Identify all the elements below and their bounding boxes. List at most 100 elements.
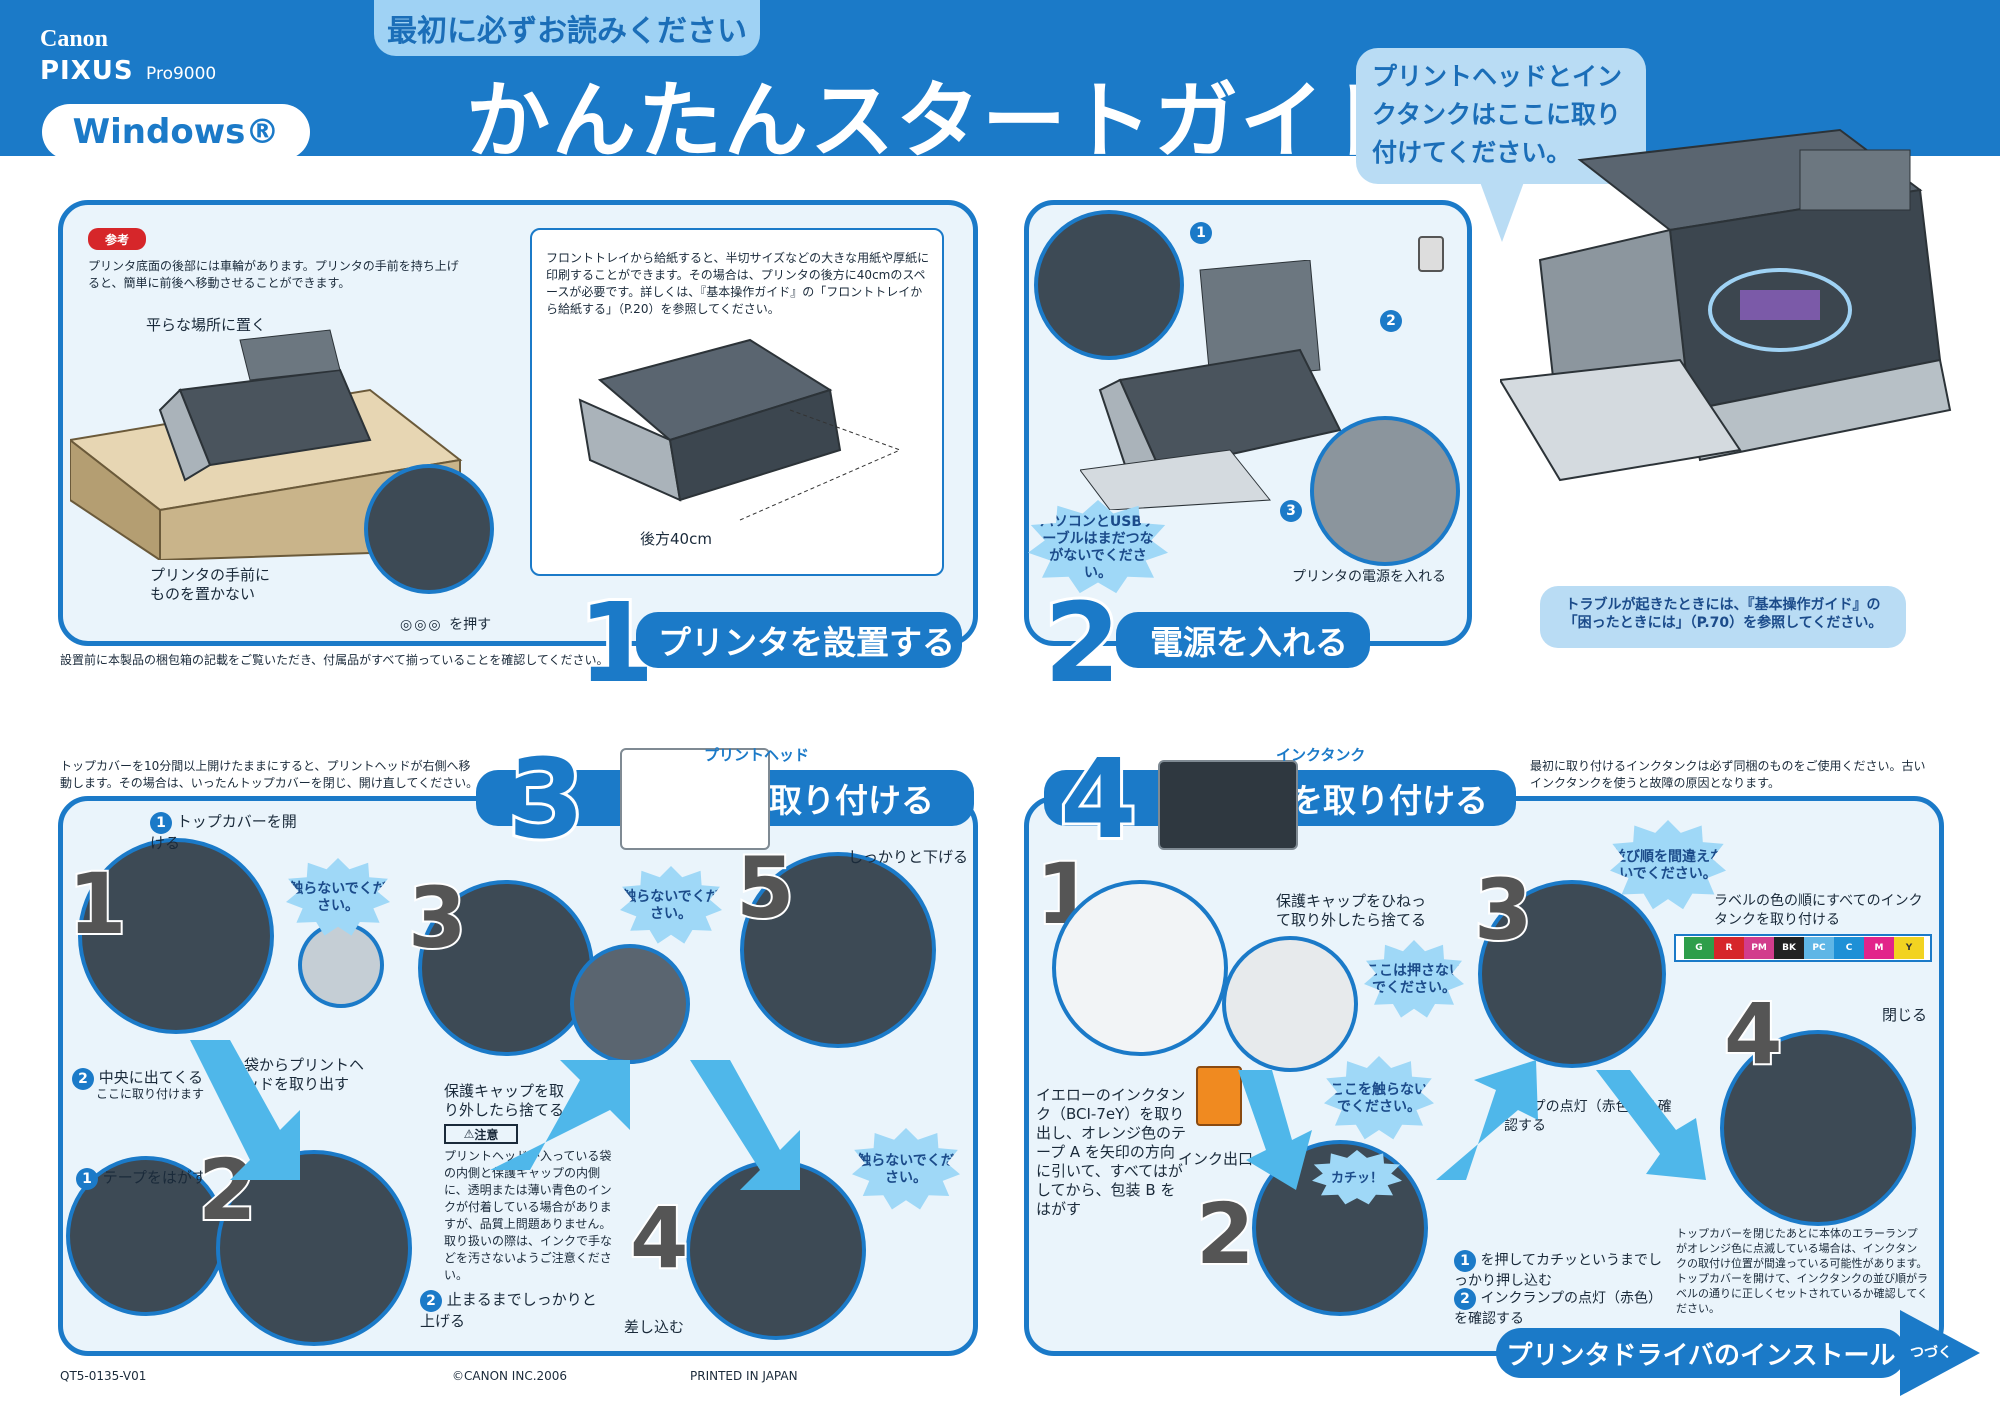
step2-badge-3: 3 (1280, 500, 1302, 522)
header-band (0, 0, 2000, 156)
circle-detail-power-button (1310, 416, 1460, 566)
step1-note: プリンタ底面の後部には車輪があります。プリンタの手前を持ち上げると、簡単に前後へ… (88, 259, 459, 290)
step2-badge-2: 2 (1380, 310, 1402, 332)
take-out-label: 袋からプリントヘッドを取り出す (244, 1056, 365, 1093)
step3-circle-3 (418, 880, 594, 1056)
step3-sub-4: 4 (628, 1189, 690, 1287)
step1-title: プリンタを設置する (636, 612, 962, 668)
center-text: 中央に出てくる (98, 1068, 204, 1087)
lift-label: 2 止まるまでしっかりと上げる (420, 1290, 600, 1331)
step3-sub-3: 3 (406, 869, 468, 967)
printer-rear-space-illustration (578, 338, 901, 521)
ink-tank-component-icon (1158, 760, 1298, 850)
label-flat-place: 平らな場所に置く (146, 316, 267, 334)
color-chip-r: R (1714, 937, 1744, 959)
step2-title: 電源を入れる (1116, 612, 1370, 668)
callout-bubble: プリントヘッドとインクタンクはここに取り付けてください。 (1356, 48, 1646, 184)
lower-label: しっかりと下げる (848, 848, 969, 866)
insert-label: 差し込む (624, 1318, 685, 1336)
color-chip-g: G (1684, 937, 1714, 959)
step4-component-label: インクタンク (1276, 746, 1366, 764)
step4-note: 最初に取り付けるインクタンクは必ず同梱のものをご使用ください。古いインクタンクを… (1530, 759, 1926, 790)
center-sub-label: ここに取り付けます (96, 1087, 205, 1101)
badge-2: 2 (72, 1068, 94, 1090)
cap-discard-label: 保護キャップを取り外したら捨てる (444, 1082, 565, 1119)
label-press: を押す (449, 617, 492, 633)
button-dots-icon: ◎◎◎ (400, 617, 450, 633)
printhead-component-icon (620, 748, 770, 850)
printer-illustration-main (1500, 128, 1952, 482)
step4-circle-4 (1720, 1030, 1916, 1226)
step3-circle-5 (740, 852, 936, 1048)
close-label: 閉じる (1882, 1006, 1928, 1024)
callout-tail (1480, 182, 1524, 242)
step4-sub-3: 3 (1472, 861, 1534, 959)
warning-triangle-icon: ⚠ (463, 1127, 475, 1141)
color-chip-pm: PM (1744, 937, 1774, 959)
badge-press: 1 (1454, 1250, 1476, 1272)
color-chip-y: Y (1894, 937, 1924, 959)
step3-note: トップカバーを10分間以上開けたままにすると、プリントヘッドが右側へ移動します。… (60, 759, 479, 790)
badge-tape: 1 (76, 1168, 98, 1190)
step2-badge-1: 1 (1190, 222, 1212, 244)
footer-code: QT5-0135-V01 (60, 1369, 147, 1383)
color-chip-bk: BK (1774, 937, 1804, 959)
product-logo: PIXUS (40, 56, 134, 86)
press-click-label: 1 を押してカチッというまでしっかり押し込む (1454, 1250, 1664, 1291)
color-chip-c: C (1834, 937, 1864, 959)
step3-sub-1: 1 (66, 855, 128, 953)
step3-number: 3 (505, 735, 588, 863)
step1-footnote: 設置前に本製品の梱包箱の記載をご覧いただき、付属品がすべて揃っていることを確認し… (60, 653, 609, 667)
badge-lift: 2 (420, 1290, 442, 1312)
circle-detail-front (364, 464, 494, 594)
tape-text: テープをはがす (102, 1168, 207, 1187)
ink-outlet-label: インク出口 (1178, 1150, 1254, 1168)
lamp-check2-label: 2 インクランプの点灯（赤色）を確認する (1454, 1288, 1664, 1329)
step4-circle-cap (1222, 936, 1358, 1072)
brand-logo: Canon (40, 26, 109, 52)
label-rear-40cm: 後方40cm (640, 530, 712, 548)
product-model: Pro9000 (146, 64, 217, 84)
step2-number: 2 (1041, 579, 1124, 707)
press-buttons: ◎◎◎ を押す (400, 614, 491, 634)
step4-sub-2: 2 (1194, 1185, 1256, 1283)
press-click-text: を押してカチッというまでしっかり押し込む (1454, 1252, 1663, 1290)
step4-circle-1 (1052, 880, 1228, 1056)
step3-sub-2: 2 (196, 1141, 258, 1239)
twist-cap-label: 保護キャップをひねって取り外したら捨てる (1276, 892, 1427, 929)
power-outlet-icon (1418, 236, 1444, 272)
lamp-check2-text: インクランプの点灯（赤色）を確認する (1454, 1290, 1663, 1328)
circle-detail-cable (1034, 210, 1184, 360)
yellow-ink-tank-icon (1196, 1066, 1242, 1126)
error-lamp-text: トップカバーを閉じたあとに本体のエラーランプがオレンジ色に点滅している場合は、イ… (1676, 1227, 1929, 1315)
os-badge: Windows® (42, 104, 310, 160)
circle-cap-detail (298, 922, 384, 1008)
trouble-note: トラブルが起きたときには、『基本操作ガイド』の「困ったときには」（P.70）を参… (1540, 586, 1906, 648)
step3-sub-5: 5 (734, 839, 796, 937)
color-chip-pc: PC (1804, 937, 1834, 959)
step3-circle-1 (78, 838, 274, 1034)
badge-lamp: 2 (1454, 1288, 1476, 1310)
step4-sub-4: 4 (1722, 985, 1784, 1083)
footer-printed: PRINTED IN JAPAN (690, 1369, 798, 1383)
caution-label: ⚠ 注意 (444, 1124, 518, 1144)
label-front-clear: プリンタの手前にものを置かない (150, 566, 271, 603)
step3-flow-arrows (190, 1040, 800, 1190)
next-step-banner[interactable]: プリンタドライバのインストール (1496, 1328, 1906, 1378)
lift-text: 止まるまでしっかりと上げる (420, 1290, 597, 1331)
caution-title: 注意 (474, 1127, 499, 1142)
step4-circle-3 (1478, 880, 1666, 1068)
next-arrow-icon (1900, 1310, 1980, 1396)
tape-label: 1 テープをはがす (76, 1168, 207, 1190)
center-label: 2 中央に出てくる (72, 1068, 203, 1090)
open-cover-text: トップカバーを開ける (150, 812, 297, 853)
step4-flow-arrows (1238, 1060, 1706, 1190)
next-label: つづく (1910, 1345, 1952, 1361)
note-badge: 参考 (88, 228, 146, 250)
footer-copyright: ©CANON INC.2006 (452, 1369, 568, 1383)
color-chip-m: M (1864, 937, 1894, 959)
step4-title: を取り付ける (1044, 770, 1516, 826)
open-cover-label: 1 トップカバーを開ける (150, 812, 300, 853)
badge-1: 1 (150, 812, 172, 834)
step3-component-label: プリントヘッド (704, 746, 810, 764)
